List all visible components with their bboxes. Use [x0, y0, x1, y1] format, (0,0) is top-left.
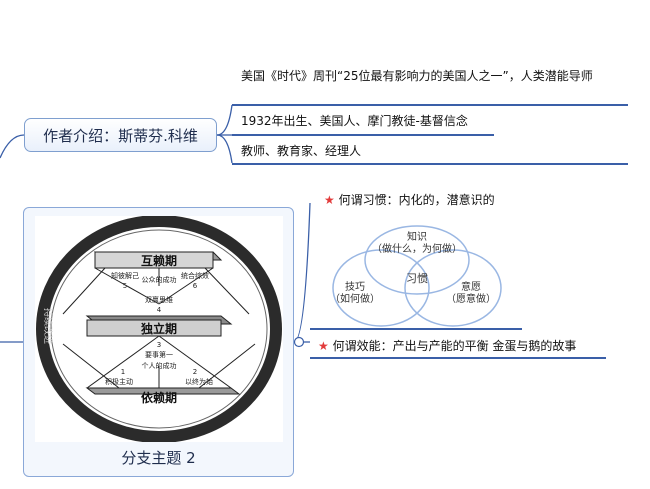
habit5-label: 知彼解己	[111, 271, 139, 280]
author-title: 作者介绍：斯蒂芬.科维	[43, 126, 198, 145]
author-detail-1-underline	[232, 104, 628, 106]
author-node[interactable]: 作者介绍：斯蒂芬.科维	[24, 118, 217, 152]
maturity-continuum-image: 持续改进 互赖期 知彼解己 5 统合综效 6 公众的成功 双赢思维 4 独立期 …	[35, 216, 283, 442]
interdependence-label: 互赖期	[141, 253, 177, 268]
author-detail-1[interactable]: 美国《时代》周刊“25位最有影响力的美国人之一”，人类潜能导师	[241, 69, 593, 83]
effectiveness-topic-underline	[310, 357, 606, 359]
effectiveness-title: 何谓效能：产出与产能的平衡 金蛋与鹅的故事	[332, 339, 577, 353]
habit3-label: 要事第一	[145, 350, 173, 359]
star-icon: ★	[318, 339, 329, 353]
habit1-number: 1	[121, 368, 125, 376]
venn-desire: 意愿	[461, 280, 481, 293]
venn-skill: 技巧	[345, 280, 365, 293]
venn-desire-sub: （愿意做）	[446, 292, 496, 305]
habit-topic-underline	[310, 328, 522, 330]
star-icon: ★	[324, 193, 335, 207]
author-detail-2[interactable]: 1932年出生、美国人、摩门教徒-基督信念	[241, 114, 468, 128]
habit-venn-diagram: 知识 （做什么，为何做） 习惯 技巧 （如何做） 意愿 （愿意做）	[330, 225, 502, 327]
author-detail-3-underline	[232, 163, 628, 165]
author-detail-2-underline	[232, 134, 494, 136]
independence-label: 独立期	[140, 321, 177, 336]
author-detail-3[interactable]: 教师、教育家、经理人	[241, 144, 362, 158]
habit6-number: 6	[193, 282, 198, 290]
venn-skill-sub: （如何做）	[330, 292, 380, 305]
habit1-label: 积极主动	[105, 377, 133, 386]
dependence-label: 依赖期	[141, 390, 177, 405]
habit-title: 何谓习惯：内化的，潜意识的	[338, 193, 495, 207]
habit6-label: 统合综效	[181, 271, 209, 280]
venn-knowledge: 知识	[407, 230, 427, 243]
habit2-label: 以终为始	[185, 377, 213, 386]
side-label: 持续改进	[42, 308, 54, 344]
habit4-number: 4	[157, 306, 162, 314]
venn-knowledge-sub: （做什么，为何做）	[372, 242, 462, 255]
habit-topic[interactable]: ★ 何谓习惯：内化的，潜意识的	[324, 191, 495, 209]
effectiveness-topic[interactable]: ★ 何谓效能：产出与产能的平衡 金蛋与鹅的故事	[318, 337, 576, 355]
private-victory-label: 个人的成功	[142, 361, 177, 370]
public-victory-label: 公众的成功	[142, 275, 177, 284]
venn-center: 习惯	[406, 271, 428, 285]
habit3-number: 3	[157, 341, 161, 349]
branch-topic-label: 分支主题 2	[121, 449, 196, 467]
habit5-number: 5	[123, 282, 127, 290]
habit4-label: 双赢思维	[145, 295, 173, 304]
habit2-number: 2	[193, 368, 197, 376]
